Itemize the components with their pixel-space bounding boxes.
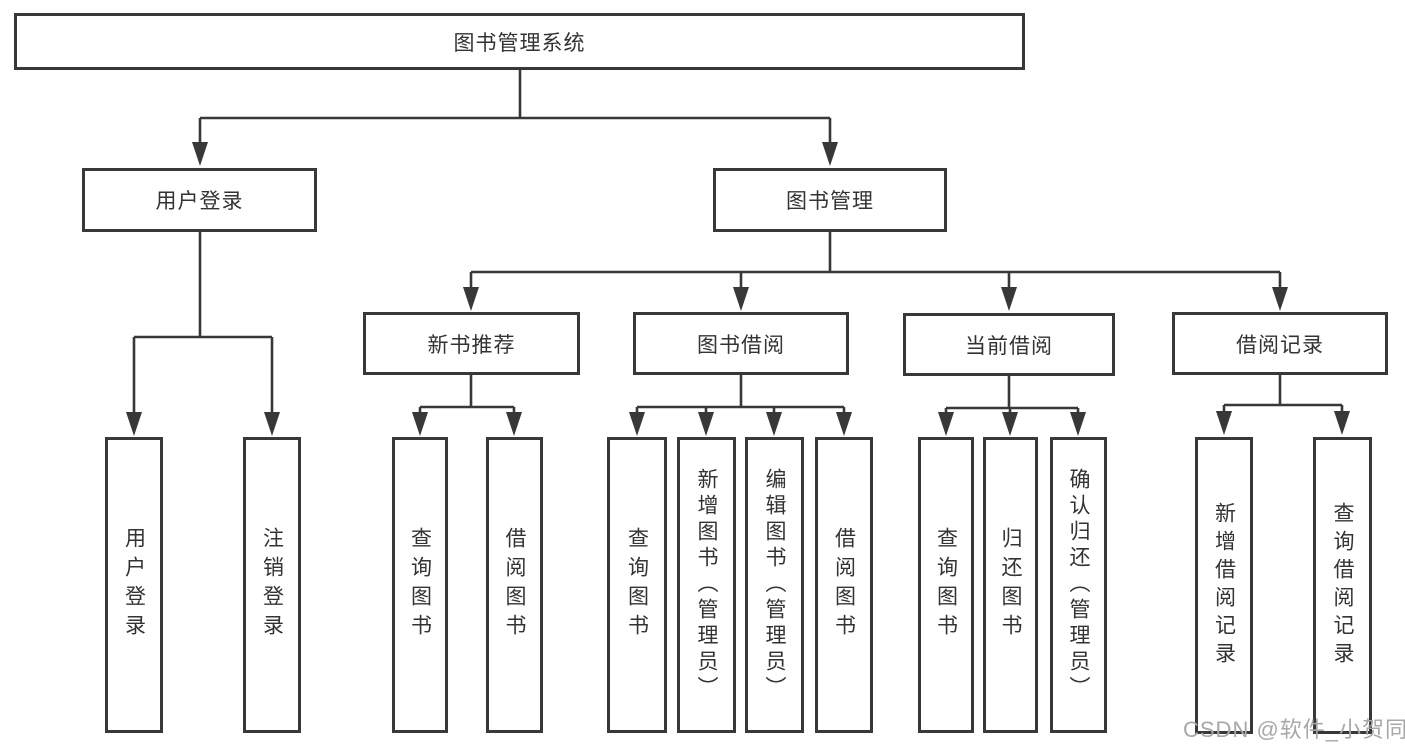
node-book-management: 图书管理: [713, 168, 947, 232]
node-leaf-return-books: 归还图书: [983, 437, 1038, 733]
connector-book-borrow-children: [635, 375, 846, 414]
arrowhead: [1070, 412, 1086, 436]
node-leaf-borrow-books-2-label: 借阅图书: [832, 527, 856, 643]
node-leaf-confirm-return-admin: 确认归还（管理员）: [1050, 437, 1107, 733]
arrowhead: [463, 287, 479, 311]
node-user-login-branch-label: 用户登录: [155, 190, 244, 213]
arrowhead: [1334, 411, 1350, 435]
connector-new-book-children: [418, 375, 516, 414]
node-leaf-edit-books-admin-label: 编辑图书（管理员）: [763, 468, 786, 702]
node-leaf-logout-label: 注销登录: [260, 527, 284, 643]
node-leaf-query-books-2: 查询图书: [607, 437, 667, 733]
arrowhead: [1001, 287, 1017, 311]
node-leaf-add-borrow-record: 新增借阅记录: [1195, 437, 1253, 734]
connector-user-login-children: [132, 232, 274, 413]
node-leaf-borrow-books-1: 借阅图书: [486, 437, 543, 733]
node-borrow-records: 借阅记录: [1172, 312, 1388, 375]
node-book-management-label: 图书管理: [786, 190, 874, 213]
connector-root-to-level2: [198, 70, 832, 143]
node-leaf-add-borrow-record-label: 新增借阅记录: [1212, 501, 1236, 670]
node-leaf-query-borrow-record-label: 查询借阅记录: [1331, 501, 1354, 670]
connector-book-mgmt-to-level3: [469, 232, 1282, 288]
arrowhead: [938, 412, 954, 436]
node-leaf-query-borrow-record: 查询借阅记录: [1313, 437, 1372, 734]
node-leaf-borrow-books-1-label: 借阅图书: [503, 527, 526, 643]
node-leaf-query-books-1-label: 查询图书: [408, 527, 432, 643]
arrowhead: [506, 412, 522, 436]
node-leaf-add-books-admin-label: 新增图书（管理员）: [695, 468, 718, 702]
node-book-borrow: 图书借阅: [633, 312, 849, 375]
node-leaf-user-login: 用户登录: [105, 437, 163, 733]
node-borrow-records-label: 借阅记录: [1236, 333, 1324, 357]
node-user-login-branch: 用户登录: [82, 168, 317, 232]
node-library-management-system-label: 图书管理系统: [453, 31, 586, 55]
node-current-borrow-label: 当前借阅: [965, 334, 1053, 358]
node-leaf-borrow-books-2: 借阅图书: [815, 437, 873, 733]
arrowhead: [192, 142, 208, 166]
arrowhead: [733, 287, 749, 311]
node-leaf-query-books-1: 查询图书: [392, 437, 448, 733]
watermark: CSDN @软件_小贺同学: [1183, 717, 1405, 742]
arrowhead: [412, 412, 428, 436]
arrowhead: [1272, 287, 1288, 311]
node-book-borrow-label: 图书借阅: [697, 333, 785, 357]
node-leaf-query-books-3-label: 查询图书: [934, 527, 958, 643]
node-leaf-add-books-admin: 新增图书（管理员）: [677, 437, 736, 733]
node-leaf-edit-books-admin: 编辑图书（管理员）: [745, 437, 804, 733]
node-leaf-user-login-label: 用户登录: [122, 527, 146, 643]
arrowhead: [1216, 411, 1232, 435]
arrowhead: [766, 412, 782, 436]
arrowhead: [836, 412, 852, 436]
node-new-book-recommend-label: 新书推荐: [427, 333, 516, 357]
arrowhead: [698, 412, 714, 436]
arrowhead: [1002, 412, 1018, 436]
arrowhead: [629, 412, 645, 436]
node-library-management-system: 图书管理系统: [14, 13, 1025, 70]
node-leaf-confirm-return-admin-label: 确认归还（管理员）: [1067, 468, 1090, 702]
node-leaf-query-books-3: 查询图书: [918, 437, 974, 733]
node-leaf-return-books-label: 归还图书: [999, 527, 1022, 643]
arrowhead: [822, 142, 838, 166]
connector-current-borrow-children: [944, 376, 1080, 414]
node-current-borrow: 当前借阅: [903, 313, 1115, 376]
arrowhead: [126, 412, 142, 436]
connector-borrow-records-children: [1222, 375, 1344, 412]
node-new-book-recommend: 新书推荐: [363, 312, 580, 375]
node-leaf-query-books-2-label: 查询图书: [625, 527, 649, 643]
node-leaf-logout: 注销登录: [243, 437, 301, 733]
arrowhead: [264, 412, 280, 436]
